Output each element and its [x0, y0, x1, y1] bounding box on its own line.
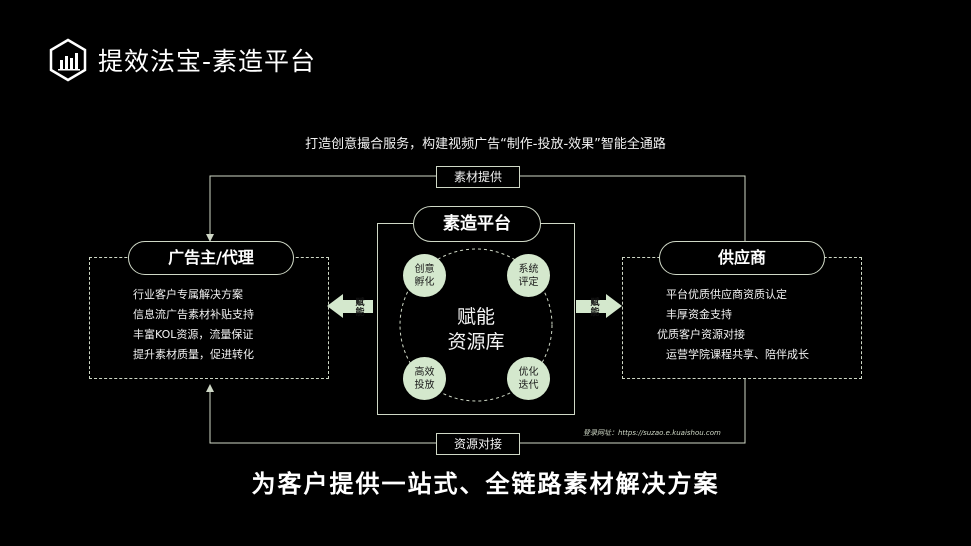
right-arrow-shape: [576, 294, 622, 318]
list-item: 运营学院课程共享、陪伴成长: [666, 348, 809, 361]
slogan: 为客户提供一站式、全链路素材解决方案: [251, 470, 720, 498]
right-arrow-label: 赋能: [590, 298, 600, 318]
top-tag: 素材提供: [436, 166, 520, 188]
core-line-1: 赋能: [456, 306, 495, 328]
node-efficient-delivery: 高效投放: [403, 357, 446, 400]
left-arrow-shape: [327, 294, 373, 318]
page-title: 提效法宝-素造平台: [98, 47, 317, 76]
right-panel-title: 供应商: [659, 241, 825, 275]
list-item: 提升素材质量，促进转化: [133, 348, 254, 361]
header: 提效法宝-素造平台: [48, 38, 316, 82]
list-item: 丰厚资金支持: [666, 308, 732, 321]
core-resource-label: 赋能 资源库: [426, 305, 526, 355]
left-panel-list: 行业客户专属解决方案 信息流广告素材补贴支持 丰富KOL资源，流量保证 提升素材…: [133, 285, 254, 365]
node-optimize-iterate: 优化迭代: [507, 357, 550, 400]
left-arrow-label: 赋能: [355, 298, 365, 318]
center-panel-title: 素造平台: [413, 206, 541, 242]
login-url[interactable]: 登录网址：https://suzao.e.kuaishou.com: [583, 429, 721, 437]
node-creative-incubation: 创意孵化: [403, 254, 446, 297]
bottom-tag: 资源对接: [436, 433, 520, 455]
subtitle: 打造创意撮合服务，构建视频广告“制作-投放-效果”智能全通路: [305, 137, 666, 152]
list-item: 丰富KOL资源，流量保证: [133, 328, 254, 341]
orbit-circle: [399, 248, 553, 402]
core-line-2: 资源库: [447, 331, 505, 353]
list-item: 信息流广告素材补贴支持: [133, 308, 254, 321]
left-panel-title: 广告主/代理: [128, 241, 294, 275]
list-item: 优质客户资源对接: [657, 328, 745, 341]
bar-chart-hexagon-icon: [49, 38, 87, 82]
node-system-evaluation: 系统评定: [507, 254, 550, 297]
list-item: 行业客户专属解决方案: [133, 288, 243, 301]
list-item: 平台优质供应商资质认定: [666, 288, 787, 301]
